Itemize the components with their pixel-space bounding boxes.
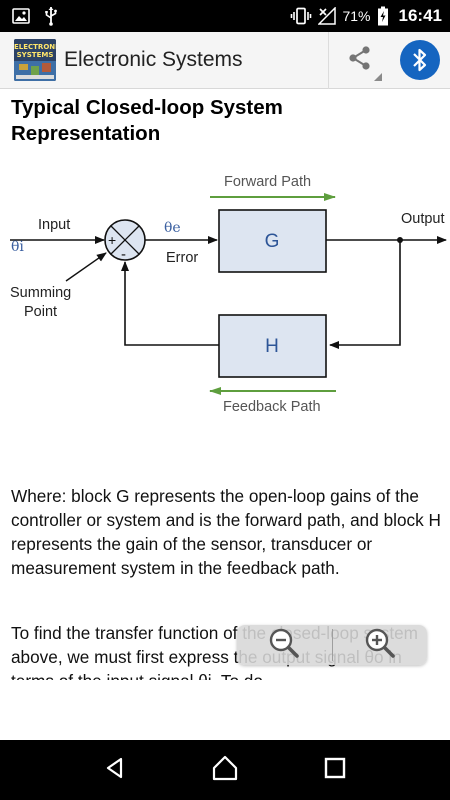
output-label: Output xyxy=(401,211,445,227)
zoom-in-button[interactable] xyxy=(333,625,428,665)
summing-point-label-1: Summing xyxy=(10,285,71,301)
feedback-line-right xyxy=(329,240,401,349)
battery-percent: 71% xyxy=(342,8,371,24)
theta-i-label: θi xyxy=(11,239,24,255)
bluetooth-icon xyxy=(400,40,440,80)
app-title: Electronic Systems xyxy=(64,48,243,71)
app-logo: ELECTRONIC SYSTEMS xyxy=(14,39,56,81)
block-g-label: G xyxy=(265,231,280,252)
navigation-bar xyxy=(0,740,450,800)
block-h xyxy=(218,314,327,378)
share-button[interactable] xyxy=(328,31,390,89)
article-heading: Typical Closed-loop System Representatio… xyxy=(11,96,283,145)
status-bar: 71% 16:41 xyxy=(0,0,450,32)
back-button[interactable] xyxy=(95,750,135,790)
theta-e-label: θe xyxy=(164,220,181,236)
zoom-out-button[interactable] xyxy=(237,625,332,665)
closed-loop-diagram: Forward Path Input θi + - θe Error G Out… xyxy=(10,174,447,415)
zoom-separator xyxy=(331,629,333,661)
vibrate-icon xyxy=(290,7,312,25)
block-g xyxy=(218,209,327,273)
image-notification-icon xyxy=(12,8,30,24)
share-icon xyxy=(347,45,373,76)
feedback-path-label: Feedback Path xyxy=(223,399,321,415)
summing-point-pointer xyxy=(65,252,107,282)
forward-path-label: Forward Path xyxy=(224,174,311,190)
zoom-in-icon xyxy=(363,626,397,665)
input-label: Input xyxy=(38,217,70,233)
error-label: Error xyxy=(166,250,198,266)
recents-icon xyxy=(324,757,346,784)
recents-button[interactable] xyxy=(315,750,355,790)
block-h-label: H xyxy=(265,336,279,357)
app-logo-text: ELECTRONIC SYSTEMS xyxy=(14,43,56,59)
plus-sign: + xyxy=(108,232,116,248)
no-signal-icon xyxy=(318,7,337,25)
clock: 16:41 xyxy=(398,6,442,25)
app-bar: ELECTRONIC SYSTEMS Electronic Systems xyxy=(0,31,450,89)
usb-icon xyxy=(44,6,58,26)
paragraph-1: Where: block G represents the open-loop … xyxy=(11,486,441,578)
feedback-line-left xyxy=(121,261,219,346)
battery-charging-icon xyxy=(377,6,389,26)
zoom-control xyxy=(237,625,427,665)
bluetooth-button[interactable] xyxy=(390,32,450,89)
zoom-out-icon xyxy=(267,626,301,665)
article-content[interactable]: Typical Closed-loop System Representatio… xyxy=(0,89,450,680)
home-button[interactable] xyxy=(205,750,245,790)
overflow-corner-icon xyxy=(374,72,382,81)
back-icon xyxy=(103,756,127,785)
summing-point-label-2: Point xyxy=(24,304,57,320)
minus-sign: - xyxy=(121,246,126,263)
junction-diag-2 xyxy=(110,225,140,255)
home-icon xyxy=(211,754,239,787)
